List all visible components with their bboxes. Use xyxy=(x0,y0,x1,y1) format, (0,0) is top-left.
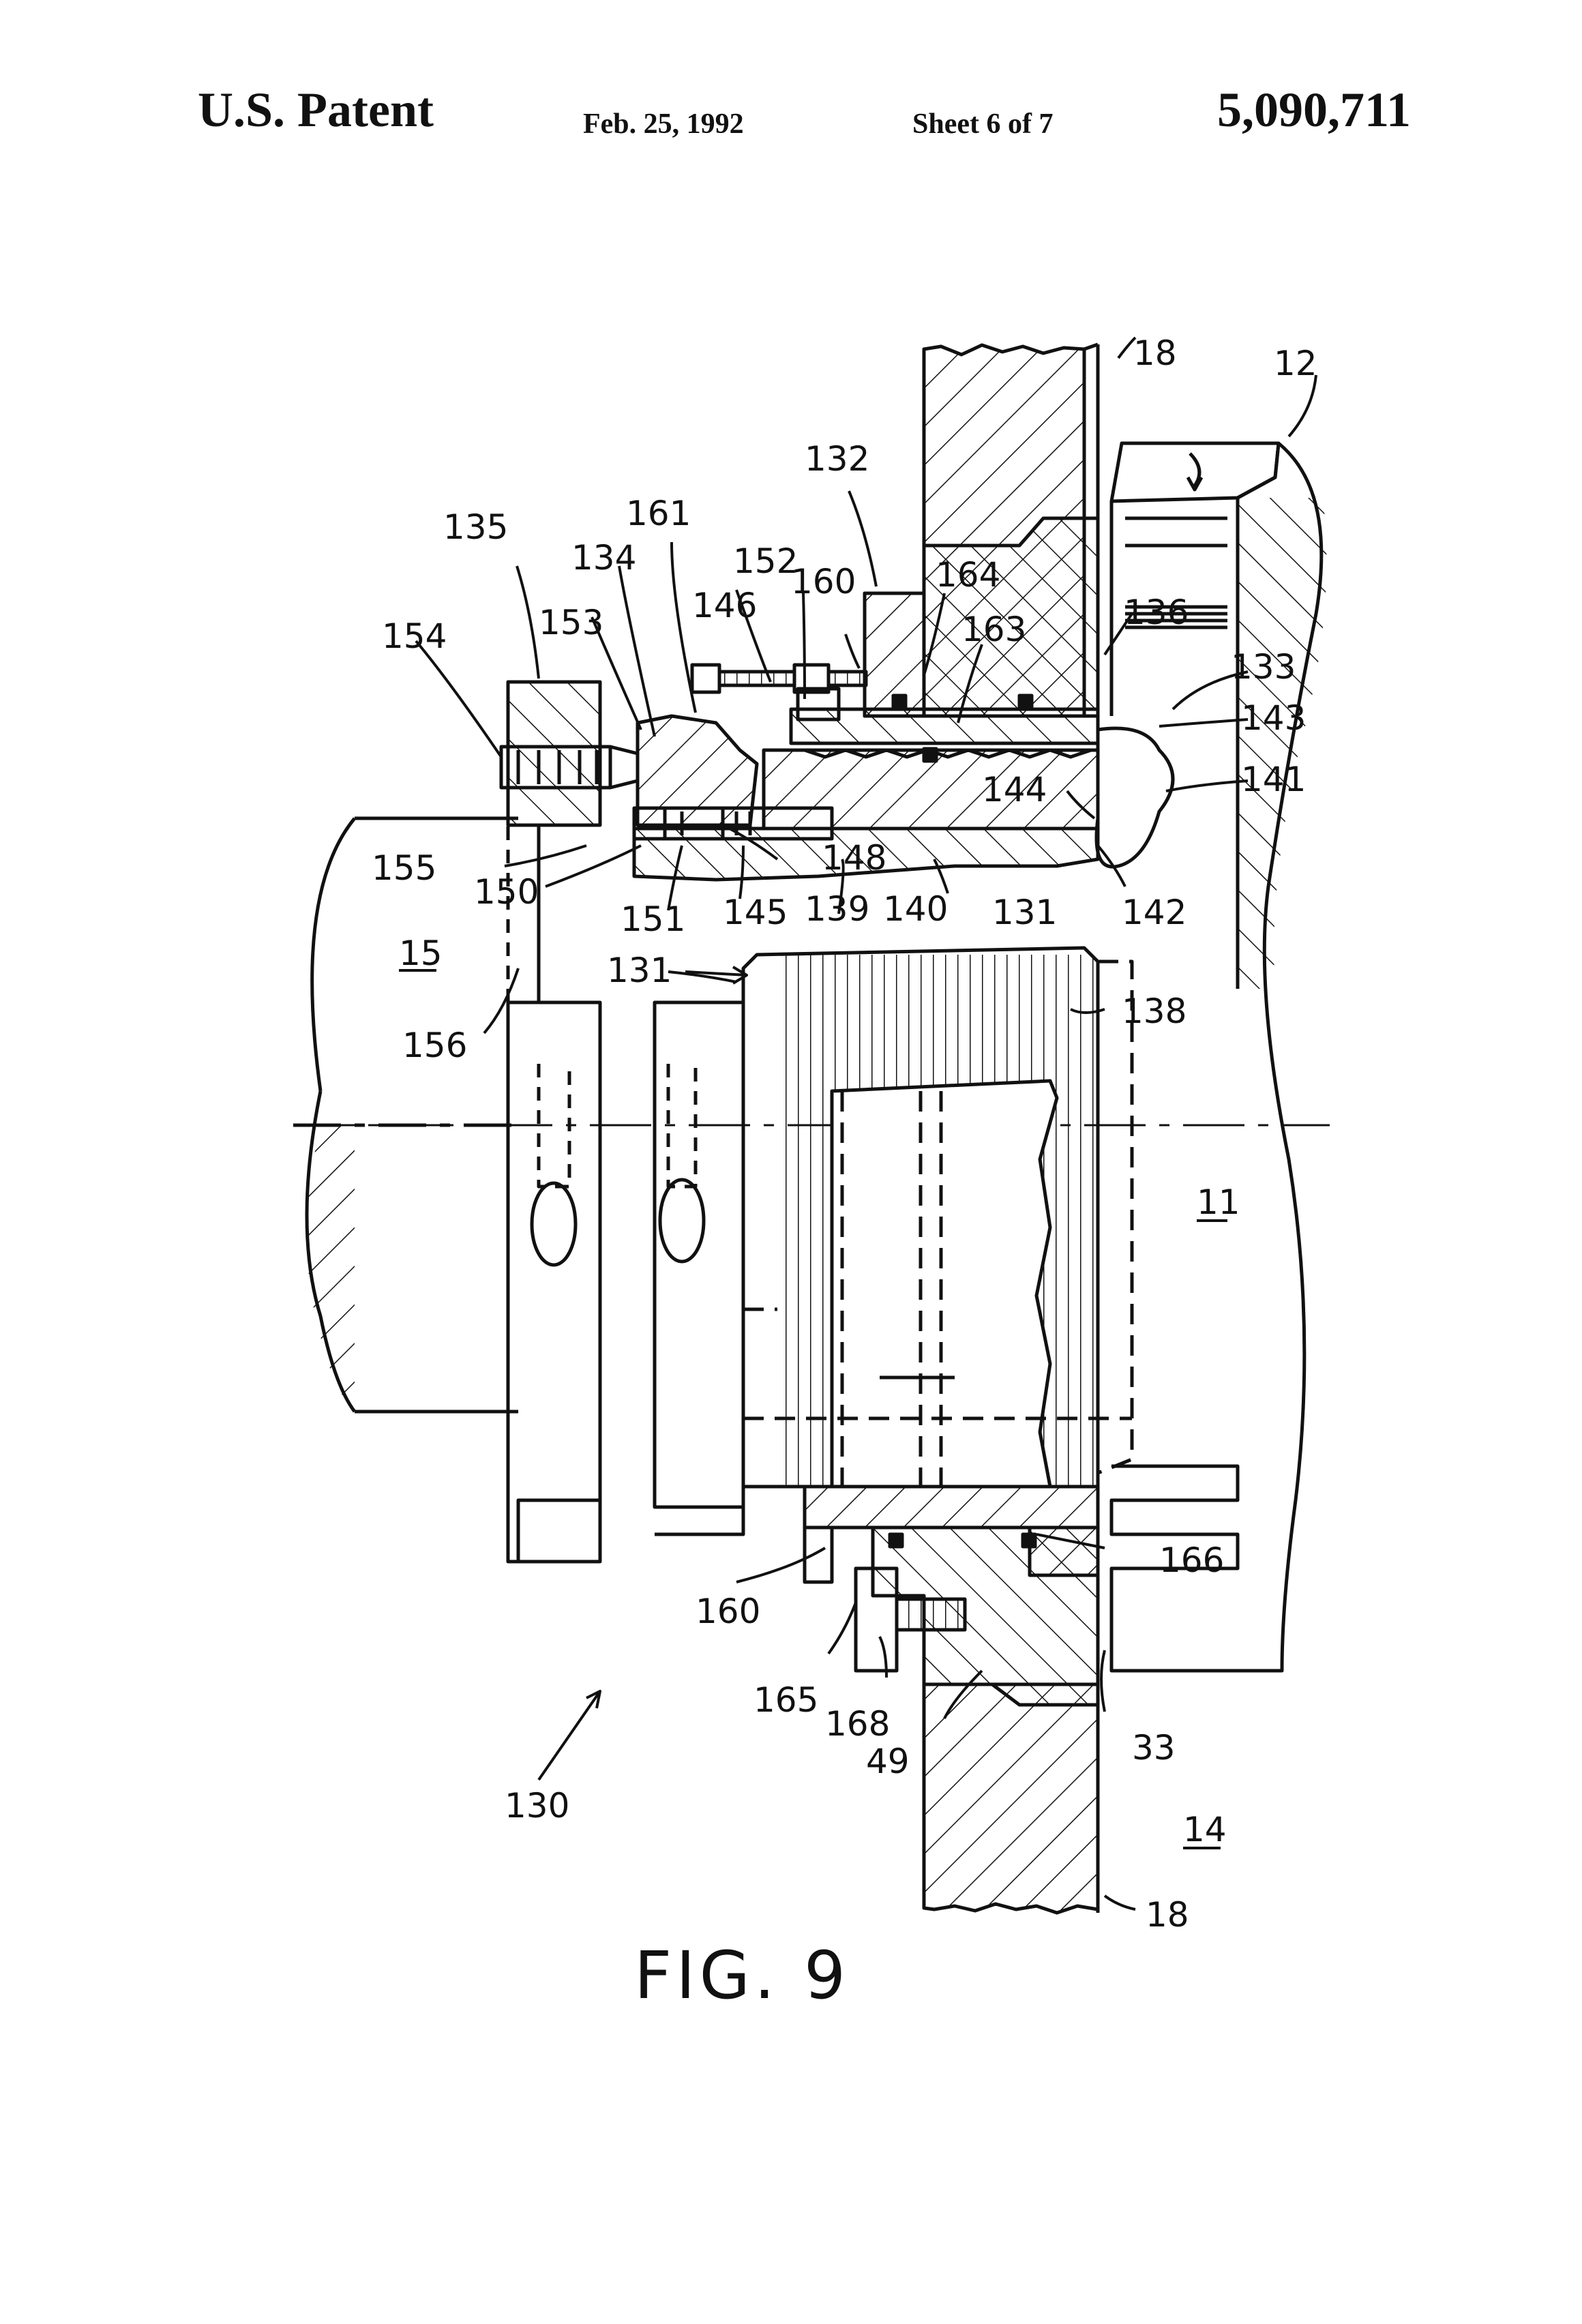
ref-148: 148 xyxy=(822,838,886,878)
ref-138: 138 xyxy=(1122,992,1186,1031)
ref-153: 153 xyxy=(539,603,603,642)
ref-135: 135 xyxy=(443,507,508,547)
ref-11: 11 xyxy=(1197,1182,1240,1222)
ref-131-upper: 131 xyxy=(992,893,1057,932)
ref-136: 136 xyxy=(1124,593,1189,632)
ref-15: 15 xyxy=(399,934,443,973)
ref-133: 133 xyxy=(1231,647,1296,687)
arrow-130 xyxy=(539,1691,600,1780)
ref-139: 139 xyxy=(805,889,869,929)
ref-155: 155 xyxy=(372,848,436,888)
ref-165: 165 xyxy=(753,1680,818,1720)
ref-14: 14 xyxy=(1183,1810,1227,1849)
clamp-ring-135 xyxy=(508,682,600,1562)
housing-49-bottom xyxy=(805,1487,1098,1705)
ref-154: 154 xyxy=(382,616,447,656)
ref-160-bottom: 160 xyxy=(696,1592,760,1631)
ref-156: 156 xyxy=(402,1026,467,1065)
ref-18-bottom: 18 xyxy=(1146,1895,1189,1935)
figure-caption: FIG. 9 xyxy=(634,1937,850,2014)
screw-161 xyxy=(692,665,866,719)
ref-49: 49 xyxy=(866,1742,910,1781)
ref-12: 12 xyxy=(1274,344,1317,383)
ref-161: 161 xyxy=(626,494,691,533)
ref-160-top: 160 xyxy=(791,562,856,601)
ref-132: 132 xyxy=(805,439,869,479)
ref-144: 144 xyxy=(982,770,1047,809)
ref-146: 146 xyxy=(692,586,757,625)
ref-142: 142 xyxy=(1122,893,1186,932)
ref-163: 163 xyxy=(961,610,1026,649)
ref-131-lower: 131 xyxy=(607,951,672,990)
ref-140: 140 xyxy=(883,889,948,929)
ref-164: 164 xyxy=(936,555,1000,595)
ref-130: 130 xyxy=(505,1786,569,1826)
ref-150: 150 xyxy=(474,872,539,912)
ref-145: 145 xyxy=(723,893,788,932)
ref-151: 151 xyxy=(621,899,685,939)
ref-168: 168 xyxy=(825,1704,890,1744)
ref-166: 166 xyxy=(1159,1540,1224,1580)
ref-134: 134 xyxy=(571,538,636,578)
disc-stack-138 xyxy=(743,948,1132,1487)
ref-152: 152 xyxy=(733,541,798,581)
ref-18-top: 18 xyxy=(1133,333,1177,373)
ref-141: 141 xyxy=(1241,760,1306,799)
rotor-tip-141 xyxy=(1096,728,1173,867)
ref-33: 33 xyxy=(1132,1728,1176,1768)
ref-143: 143 xyxy=(1241,698,1306,738)
